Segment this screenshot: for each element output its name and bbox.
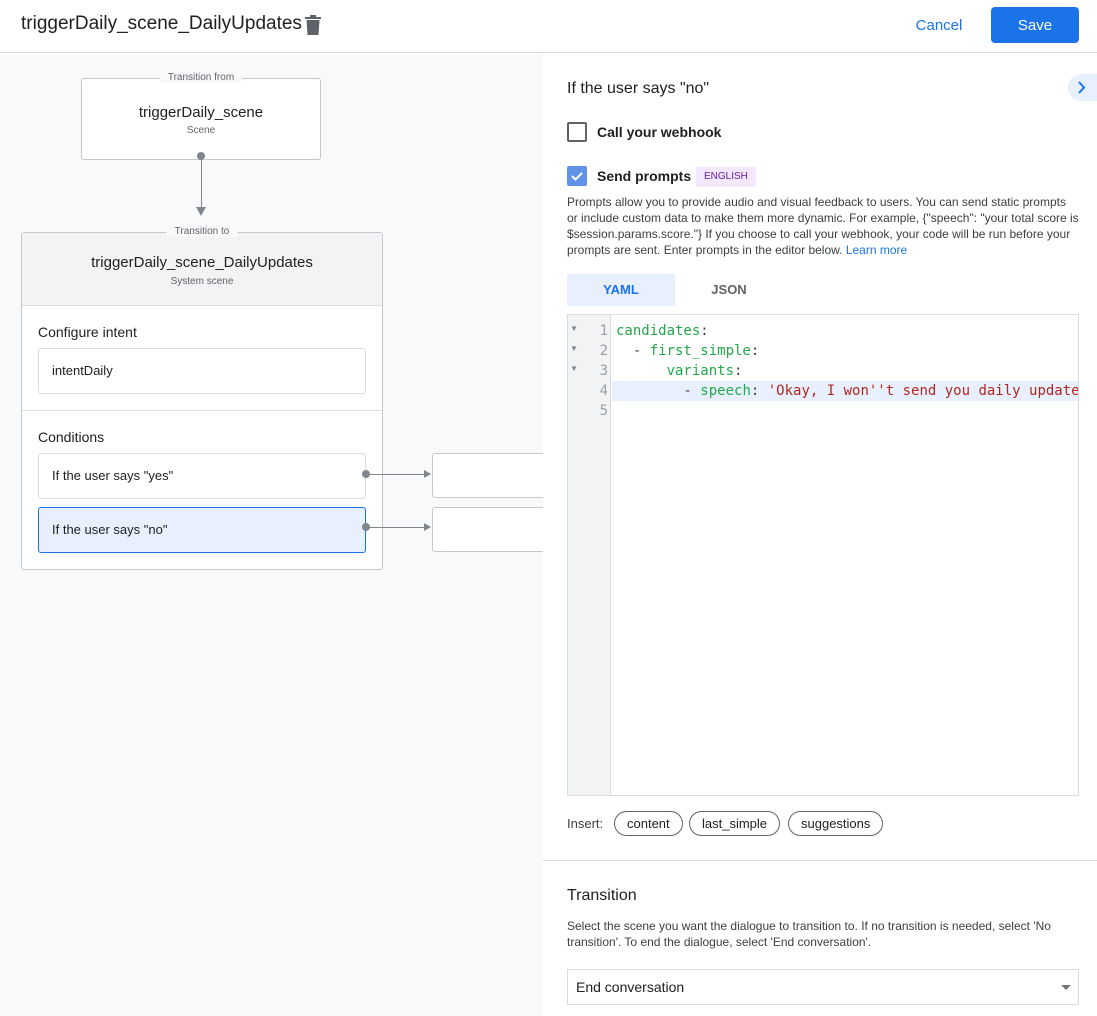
code-line: variants: (616, 361, 743, 381)
language-badge: ENGLISH (696, 167, 756, 187)
webhook-label: Call your webhook (597, 124, 722, 140)
configure-intent-heading: Configure intent (38, 324, 137, 340)
code-line: candidates: (616, 321, 709, 341)
target-scene-no[interactable] (432, 507, 543, 552)
to-legend: Transition to (166, 226, 238, 237)
active-line-highlight (612, 381, 1078, 401)
prompts-checkbox[interactable] (567, 166, 587, 186)
prompts-description: Prompts allow you to provide audio and v… (567, 195, 1079, 257)
top-bar: triggerDaily_scene_DailyUpdates Cancel S… (0, 0, 1097, 53)
code-editor[interactable]: ▼ 1 candidates: ▼ 2 - first_simple: ▼ 3 varian… (567, 314, 1079, 796)
cancel-button[interactable]: Cancel (906, 8, 972, 42)
to-scene-type: System scene (170, 276, 234, 287)
tab-yaml[interactable]: YAML (567, 274, 675, 306)
code-key: speech (700, 383, 751, 399)
code-sep: : (750, 383, 768, 399)
insert-chip-suggestions[interactable]: suggestions (788, 811, 884, 836)
connector-line (366, 474, 426, 475)
code-sep: : (750, 343, 760, 359)
editor-gutter (568, 315, 611, 795)
line-number: 5 (599, 403, 608, 419)
from-scene-name: triggerDaily_scene (138, 104, 264, 121)
dropdown-arrow-icon (1061, 985, 1071, 990)
connector-line (201, 158, 202, 208)
fold-arrow-icon[interactable]: ▼ (570, 324, 578, 333)
code-line: - speech: 'Okay, I won''t send you daily… (616, 381, 1079, 401)
line-number: 2 (599, 343, 608, 359)
target-scene-yes[interactable] (432, 453, 543, 498)
line-number: 3 (599, 363, 608, 379)
divider (543, 860, 1097, 861)
condition-no[interactable]: If the user says "no" (38, 507, 366, 553)
arrow-down-icon (196, 207, 206, 216)
check-icon (571, 172, 583, 181)
learn-more-link[interactable]: Learn more (845, 243, 908, 257)
insert-label: Insert: (567, 816, 604, 831)
scene-canvas[interactable]: triggerDaily_scene Scene Transition from… (0, 54, 543, 1016)
webhook-checkbox[interactable] (567, 122, 587, 142)
transition-heading: Transition (567, 887, 637, 904)
to-scene-name: triggerDaily_scene_DailyUpdates (91, 254, 313, 271)
insert-chip-last-simple[interactable]: last_simple (689, 811, 781, 836)
delete-icon[interactable] (304, 14, 322, 36)
from-scene-card[interactable]: triggerDaily_scene Scene (81, 78, 321, 160)
chevron-right-icon (1078, 81, 1086, 94)
connector-line (366, 527, 426, 528)
tab-json[interactable]: JSON (711, 282, 747, 297)
code-key: candidates (616, 323, 701, 339)
to-scene-card: triggerDaily_scene_DailyUpdates System s… (21, 232, 383, 570)
code-sep: : (734, 363, 743, 379)
conditions-heading: Conditions (38, 429, 105, 445)
fold-arrow-icon[interactable]: ▼ (570, 364, 578, 373)
line-number: 4 (599, 383, 608, 399)
line-number: 1 (599, 323, 608, 339)
divider (22, 410, 382, 411)
intent-box[interactable]: intentDaily (38, 348, 366, 394)
code-sep: : (700, 323, 709, 339)
fold-arrow-icon[interactable]: ▼ (570, 344, 578, 353)
save-button[interactable]: Save (991, 7, 1079, 43)
code-key: first_simple (649, 343, 751, 359)
transition-description: Select the scene you want the dialogue t… (567, 919, 1051, 949)
insert-chip-content[interactable]: content (614, 811, 683, 836)
from-scene-type: Scene (186, 125, 216, 136)
expand-panel-button[interactable] (1068, 74, 1097, 101)
code-key: variants (666, 363, 735, 379)
condition-panel: If the user says "no" Call your webhook … (543, 54, 1097, 1016)
arrow-right-icon (424, 470, 431, 478)
connector-dot (197, 152, 205, 160)
prompts-label: Send prompts (597, 168, 692, 184)
code-indent: - (616, 383, 701, 399)
code-line: - first_simple: (616, 341, 759, 361)
code-indent: - (616, 343, 650, 359)
code-indent (616, 363, 667, 379)
page-title: triggerDaily_scene_DailyUpdates (21, 13, 302, 34)
from-legend: Transition from (159, 72, 243, 83)
condition-yes[interactable]: If the user says "yes" (38, 453, 366, 499)
transition-select[interactable]: End conversation (567, 969, 1079, 1005)
panel-heading: If the user says "no" (567, 80, 710, 97)
code-value: 'Okay, I won''t send you daily update (767, 383, 1079, 399)
arrow-right-icon (424, 523, 431, 531)
transition-select-value: End conversation (576, 979, 685, 995)
